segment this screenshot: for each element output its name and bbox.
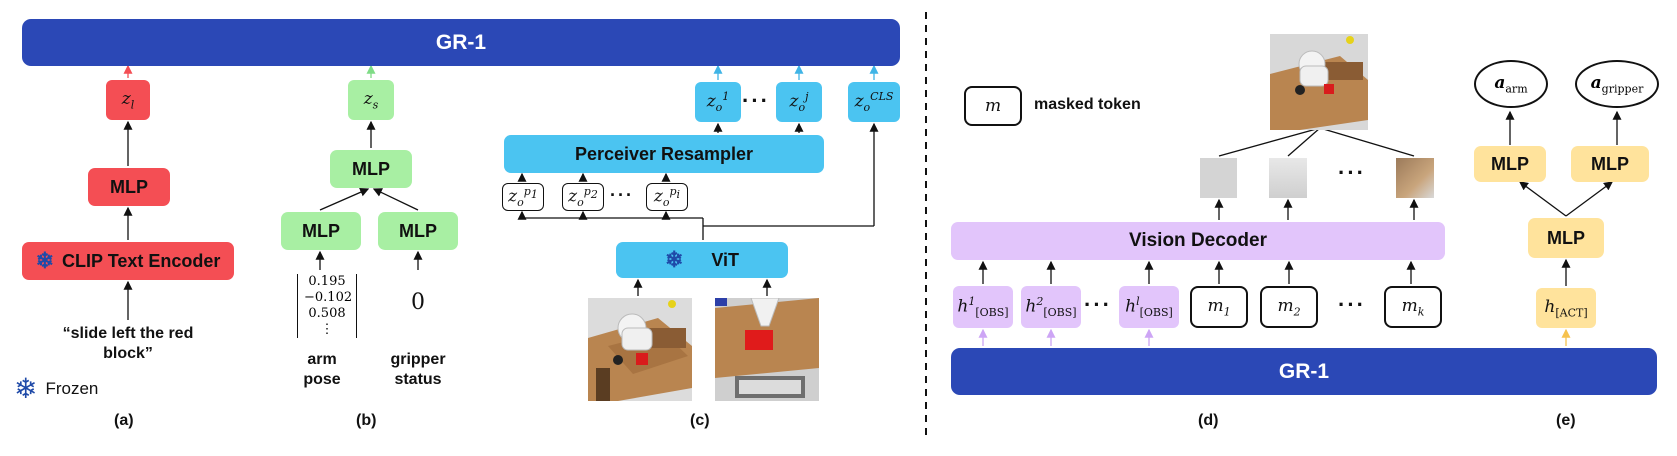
caption-d: (d): [1198, 412, 1219, 429]
a-mlp-block: MLP: [88, 168, 170, 206]
obs-token-ellipsis: ···: [742, 88, 770, 113]
caption-c: (c): [690, 412, 710, 429]
vision-decoder-label: Vision Decoder: [1129, 230, 1267, 251]
snowflake-legend-icon: ❄: [14, 373, 38, 404]
vit-encoder: ❄ ViT: [616, 242, 788, 278]
language-instruction: “slide left the red block”: [62, 325, 194, 362]
caption-b: (b): [356, 412, 377, 429]
masked-token-k: mk: [1384, 286, 1442, 328]
predicted-patch-1: [1200, 158, 1237, 198]
perceiver-resampler-label: Perceiver Resampler: [574, 143, 754, 164]
masked-token-legend-label: masked token: [1034, 96, 1141, 113]
gripper-status-label: gripper status: [390, 351, 446, 388]
perceiver-query-ellipsis: ···: [610, 185, 634, 205]
frozen-legend-label: Frozen: [45, 378, 99, 398]
b-mlp-top: MLP: [330, 150, 412, 188]
static-camera-image: [588, 298, 692, 401]
perceiver-resampler: Perceiver Resampler: [504, 135, 824, 173]
obs-token-z-o-j: zoj: [776, 82, 822, 122]
obs-query-token-2: h2[OBS]: [1021, 286, 1081, 328]
gr1-top-bar: GR-1: [22, 19, 900, 66]
gr1-top-bar-label: GR-1: [435, 30, 487, 54]
obs-query-ellipsis: ···: [1084, 292, 1112, 317]
perceiver-query-pi: zopi: [646, 183, 688, 211]
vit-snowflake-icon: ❄: [664, 247, 684, 272]
obs-query-token-1: h1[OBS]: [953, 286, 1013, 328]
vit-label: ViT: [711, 249, 740, 270]
vision-decoder: Vision Decoder: [951, 222, 1445, 260]
masked-token-1: m1: [1190, 286, 1248, 328]
e-mlp-shared: MLP: [1528, 218, 1604, 258]
predicted-patch-k: [1396, 158, 1434, 198]
action-query-token: h[ACT]: [1536, 288, 1596, 328]
clip-text-encoder: ❄ CLIP Text Encoder: [22, 242, 234, 280]
obs-query-token-l: hl[OBS]: [1119, 286, 1179, 328]
masked-token-ellipsis: ···: [1338, 292, 1366, 317]
snowflake-icon: ❄: [35, 248, 55, 273]
masked-token-legend-symbol: m: [964, 86, 1022, 126]
arm-pose-vector: 0.195 −0.102 0.508 ⋮: [297, 274, 357, 338]
gr1-bottom-bar-label: GR-1: [1278, 359, 1330, 383]
frozen-legend: ❄ Frozen: [14, 372, 98, 405]
clip-text-encoder-label: CLIP Text Encoder: [62, 250, 221, 271]
state-token-z-s: zs: [348, 80, 394, 120]
b-mlp-arm: MLP: [281, 212, 361, 250]
predicted-patch-2: [1269, 158, 1307, 198]
gr1-bottom-bar: GR-1: [951, 348, 1657, 395]
e-mlp-arm: MLP: [1474, 146, 1546, 182]
gripper-status-value: 0: [411, 290, 425, 315]
b-mlp-gripper: MLP: [378, 212, 458, 250]
perceiver-query-p1: zop1: [502, 183, 544, 211]
masked-token-2: m2: [1260, 286, 1318, 328]
perceiver-query-p2: zop2: [562, 183, 604, 211]
e-mlp-gripper: MLP: [1571, 146, 1649, 182]
obs-token-z-o-cls: zoCLS: [848, 82, 900, 122]
obs-token-z-o-1: zo1: [695, 82, 741, 122]
predicted-image: [1270, 34, 1368, 130]
patch-ellipsis: ···: [1338, 160, 1366, 185]
arm-action-output: aarm: [1474, 60, 1548, 108]
caption-e: (e): [1556, 412, 1576, 429]
caption-a: (a): [114, 412, 134, 429]
language-token-z-l: zl: [106, 80, 150, 120]
gripper-camera-image: [715, 298, 819, 401]
gripper-action-output: agripper: [1575, 60, 1659, 108]
arm-pose-label: arm pose: [303, 351, 341, 388]
